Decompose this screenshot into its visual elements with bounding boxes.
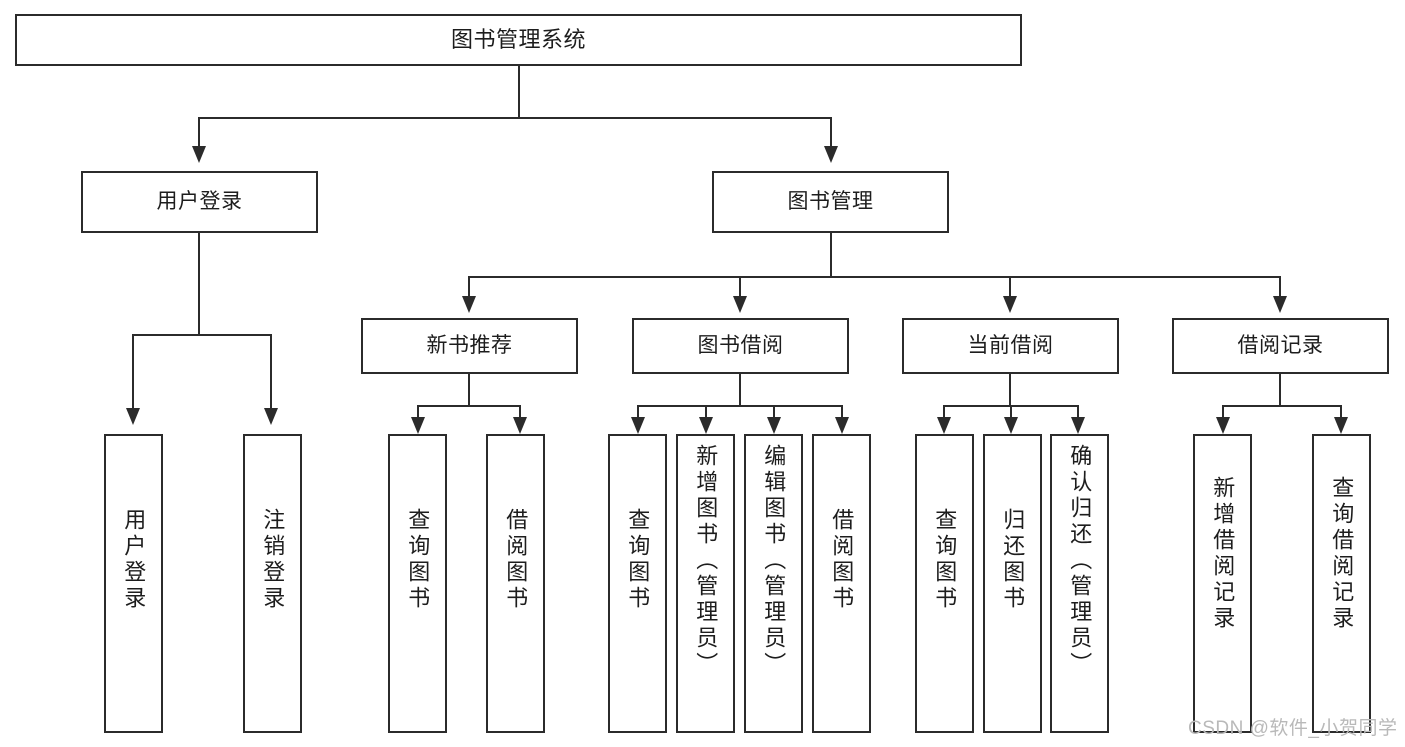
leaf-confirm-return-admin[interactable]: 确认归还（管理员） (1050, 434, 1109, 733)
connector-current-borrow-to-leaf-2 (1010, 405, 1012, 419)
node-label: 新增借阅记录 (1210, 476, 1236, 632)
arrow-book-mgmt-to-level2-3 (1003, 296, 1017, 313)
node-label: 注销登录 (260, 508, 286, 612)
connector-book-mgmt-bus (468, 276, 1280, 278)
arrow-book-borrow-to-leaf-3 (767, 417, 781, 434)
connector-new-book-bus (417, 405, 521, 407)
connector-current-borrow-stem (1009, 374, 1011, 406)
connector-root-to-book-mgmt (830, 117, 832, 149)
arrow-new-book-to-leaf-2 (513, 417, 527, 434)
connector-book-mgmt-to-level2-2 (739, 276, 741, 298)
node-label: 图书借阅 (697, 333, 784, 357)
csdn-watermark: CSDN @软件_小贺同学 (1188, 718, 1398, 739)
arrow-current-borrow-to-leaf-2 (1004, 417, 1018, 434)
arrow-borrow-record-to-leaf-2 (1334, 417, 1348, 434)
connector-book-mgmt-to-level2-4 (1279, 276, 1281, 298)
connector-new-book-stem (468, 374, 470, 406)
arrow-book-borrow-to-leaf-1 (631, 417, 645, 434)
node-label: 图书管理系统 (450, 27, 586, 53)
connector-book-borrow-to-leaf-2 (705, 405, 707, 419)
arrow-current-borrow-to-leaf-3 (1071, 417, 1085, 434)
connector-book-borrow-to-leaf-1 (637, 405, 639, 419)
connector-user-login-to-leaf-1 (132, 334, 134, 410)
arrow-book-mgmt-to-level2-4 (1273, 296, 1287, 313)
node-label: 确认归还（管理员） (1067, 444, 1093, 678)
node-current-borrow[interactable]: 当前借阅 (902, 318, 1119, 374)
node-label: 当前借阅 (967, 333, 1054, 357)
connector-new-book-to-leaf-1 (417, 405, 419, 419)
connector-current-borrow-to-leaf-1 (943, 405, 945, 419)
connector-user-login-bus (132, 334, 272, 336)
node-label: 编辑图书（管理员） (761, 444, 787, 678)
leaf-user-login[interactable]: 用户登录 (104, 434, 163, 733)
node-label: 用户登录 (156, 189, 243, 213)
leaf-query-book-current[interactable]: 查询图书 (915, 434, 974, 733)
connector-borrow-record-to-leaf-1 (1222, 405, 1224, 419)
leaf-return-book[interactable]: 归还图书 (983, 434, 1042, 733)
connector-book-mgmt-stem (830, 233, 832, 277)
connector-root-stem (518, 66, 520, 118)
node-label: 图书管理 (787, 189, 874, 213)
arrow-book-mgmt-to-level2-2 (733, 296, 747, 313)
node-label: 归还图书 (1000, 508, 1026, 612)
node-label: 查询图书 (405, 508, 431, 612)
leaf-add-book-admin[interactable]: 新增图书（管理员） (676, 434, 735, 733)
arrow-book-borrow-to-leaf-2 (699, 417, 713, 434)
connector-book-mgmt-to-level2-1 (468, 276, 470, 298)
node-label: 借阅图书 (503, 508, 529, 612)
connector-root-to-user-login (198, 117, 200, 149)
connector-new-book-to-leaf-2 (519, 405, 521, 419)
leaf-query-book-borrow[interactable]: 查询图书 (608, 434, 667, 733)
arrow-new-book-to-leaf-1 (411, 417, 425, 434)
arrow-book-mgmt-to-level2-1 (462, 296, 476, 313)
connector-borrow-record-to-leaf-2 (1340, 405, 1342, 419)
connector-book-borrow-stem (739, 374, 741, 406)
arrow-root-to-book-mgmt (824, 146, 838, 163)
node-new-book-recommend[interactable]: 新书推荐 (361, 318, 578, 374)
node-book-management[interactable]: 图书管理 (712, 171, 949, 233)
connector-user-login-stem (198, 233, 200, 335)
node-label: 新增图书（管理员） (693, 444, 719, 678)
leaf-borrow-book-recommend[interactable]: 借阅图书 (486, 434, 545, 733)
connector-book-borrow-to-leaf-4 (841, 405, 843, 419)
arrow-current-borrow-to-leaf-1 (937, 417, 951, 434)
connector-book-mgmt-to-level2-3 (1009, 276, 1011, 298)
leaf-query-borrow-record[interactable]: 查询借阅记录 (1312, 434, 1371, 733)
connector-root-bus (198, 117, 832, 119)
node-label: 查询借阅记录 (1329, 476, 1355, 632)
connector-user-login-to-leaf-2 (270, 334, 272, 410)
node-root-system[interactable]: 图书管理系统 (15, 14, 1022, 66)
connector-borrow-record-stem (1279, 374, 1281, 406)
connector-current-borrow-to-leaf-3 (1077, 405, 1079, 419)
connector-borrow-record-bus (1222, 405, 1342, 407)
node-borrow-record[interactable]: 借阅记录 (1172, 318, 1389, 374)
arrow-root-to-user-login (192, 146, 206, 163)
arrow-book-borrow-to-leaf-4 (835, 417, 849, 434)
connector-book-borrow-bus (637, 405, 843, 407)
leaf-borrow-book[interactable]: 借阅图书 (812, 434, 871, 733)
node-label: 查询图书 (932, 508, 958, 612)
node-label: 查询图书 (625, 508, 651, 612)
node-label: 借阅图书 (829, 508, 855, 612)
node-user-login[interactable]: 用户登录 (81, 171, 318, 233)
node-label: 借阅记录 (1237, 333, 1324, 357)
leaf-query-book-recommend[interactable]: 查询图书 (388, 434, 447, 733)
arrow-user-login-to-leaf-1 (126, 408, 140, 425)
leaf-add-borrow-record[interactable]: 新增借阅记录 (1193, 434, 1252, 733)
node-label: 用户登录 (121, 508, 147, 612)
arrow-user-login-to-leaf-2 (264, 408, 278, 425)
leaf-logout[interactable]: 注销登录 (243, 434, 302, 733)
leaf-edit-book-admin[interactable]: 编辑图书（管理员） (744, 434, 803, 733)
node-book-borrow[interactable]: 图书借阅 (632, 318, 849, 374)
node-label: 新书推荐 (426, 333, 513, 357)
arrow-borrow-record-to-leaf-1 (1216, 417, 1230, 434)
connector-book-borrow-to-leaf-3 (773, 405, 775, 419)
